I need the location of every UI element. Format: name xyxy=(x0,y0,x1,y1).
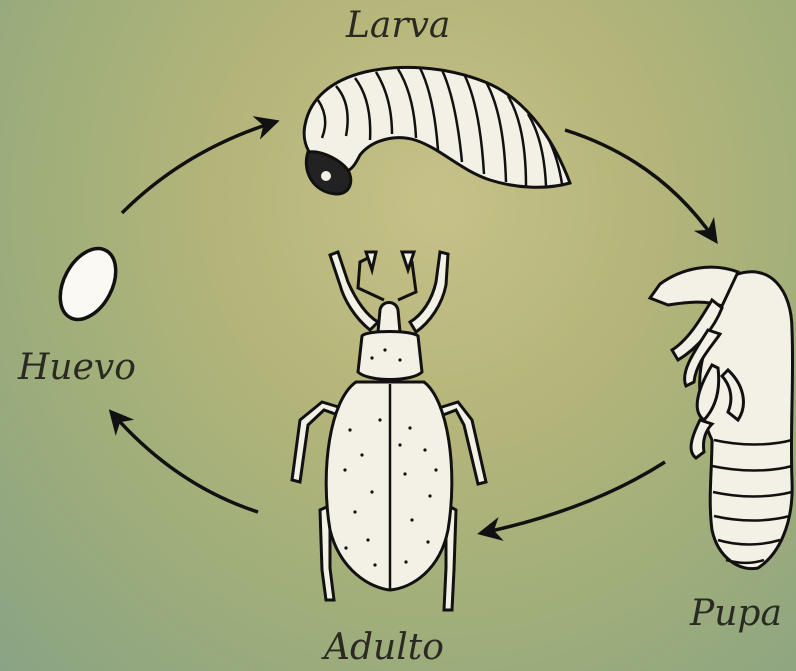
label-larva: Larva xyxy=(346,8,450,44)
arrow-pupa-to-adult xyxy=(482,462,665,533)
adult-weevil-illustration xyxy=(292,252,486,610)
pupa-illustration xyxy=(650,267,793,569)
arrow-larva-to-pupa xyxy=(565,130,715,240)
egg-illustration xyxy=(49,239,127,329)
label-huevo: Huevo xyxy=(18,350,136,386)
arrow-egg-to-larva xyxy=(122,122,275,213)
label-adulto: Adulto xyxy=(324,630,444,666)
larva-illustration xyxy=(304,67,570,194)
arrow-adult-to-egg xyxy=(112,413,258,512)
label-pupa: Pupa xyxy=(690,596,782,632)
